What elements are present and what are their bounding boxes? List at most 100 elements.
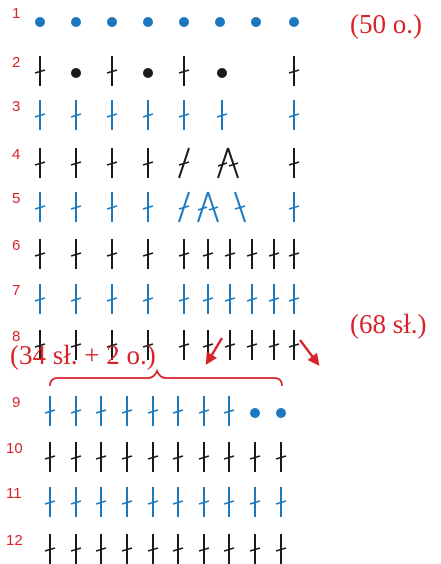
stitch-symbol xyxy=(34,100,46,130)
stitch-symbol xyxy=(34,56,46,86)
dot-symbol xyxy=(250,408,260,418)
row-label: 4 xyxy=(12,146,20,163)
dot-symbol xyxy=(143,68,153,78)
dot-symbol xyxy=(217,68,227,78)
stitch-symbol xyxy=(70,487,82,517)
leaning-stitch-symbol xyxy=(234,191,246,223)
dot-symbol xyxy=(276,408,286,418)
stitch-symbol xyxy=(70,192,82,222)
stitch-symbol xyxy=(202,239,214,269)
row-label: 10 xyxy=(6,440,23,457)
stitch-symbol xyxy=(70,239,82,269)
stitch-symbol xyxy=(249,442,261,472)
stitch-symbol xyxy=(249,534,261,564)
stitch-symbol xyxy=(172,487,184,517)
bracket-brace xyxy=(49,368,283,387)
stitch-symbol xyxy=(288,192,300,222)
stitch-symbol xyxy=(275,442,287,472)
stitch-symbol xyxy=(246,330,258,360)
stitch-symbol xyxy=(106,330,118,360)
leaning-stitch-symbol xyxy=(178,147,190,179)
stitch-symbol xyxy=(223,534,235,564)
stitch-symbol xyxy=(147,534,159,564)
dot-symbol xyxy=(251,17,261,27)
stitch-symbol xyxy=(34,148,46,178)
row-label: 2 xyxy=(12,54,20,71)
bracket-stitch-count: (34 sł. + 2 o.) xyxy=(10,340,156,370)
row-label: 12 xyxy=(6,532,23,549)
stitch-symbol xyxy=(216,100,228,130)
stitch-symbol xyxy=(95,442,107,472)
stitch-symbol xyxy=(224,330,236,360)
dot-symbol xyxy=(35,17,45,27)
stitch-symbol xyxy=(246,239,258,269)
stitch-symbol xyxy=(147,442,159,472)
dot-symbol xyxy=(107,17,117,27)
stitch-symbol xyxy=(288,284,300,314)
stitch-symbol xyxy=(268,284,280,314)
stitch-symbol xyxy=(275,534,287,564)
stitch-symbol xyxy=(106,192,118,222)
stitch-symbol xyxy=(198,534,210,564)
stitch-symbol xyxy=(142,192,154,222)
stitch-symbol xyxy=(246,284,258,314)
stitch-symbol xyxy=(44,534,56,564)
stitch-symbol xyxy=(34,192,46,222)
stitch-symbol xyxy=(121,534,133,564)
stitch-symbol xyxy=(44,487,56,517)
stitch-symbol xyxy=(121,442,133,472)
stitch-symbol xyxy=(34,284,46,314)
stitch-symbol xyxy=(288,239,300,269)
top-stitch-count: (50 o.) xyxy=(350,9,422,39)
stitch-symbol xyxy=(288,148,300,178)
stitch-symbol xyxy=(223,442,235,472)
dot-symbol xyxy=(289,17,299,27)
stitch-symbol xyxy=(106,56,118,86)
leaning-stitch-symbol xyxy=(178,191,190,223)
stitch-symbol xyxy=(34,330,46,360)
stitch-symbol xyxy=(95,487,107,517)
middle-stitch-count: (68 sł.) xyxy=(350,309,427,339)
stitch-symbol xyxy=(147,487,159,517)
stitch-symbol xyxy=(70,534,82,564)
row-label: 11 xyxy=(6,485,22,502)
stitch-symbol xyxy=(121,487,133,517)
stitch-symbol xyxy=(268,330,280,360)
stitch-symbol xyxy=(172,442,184,472)
stitch-symbol xyxy=(70,100,82,130)
stitch-symbol xyxy=(121,396,133,426)
stitch-symbol xyxy=(223,396,235,426)
stitch-symbol xyxy=(142,239,154,269)
stitch-symbol xyxy=(70,330,82,360)
stitch-symbol xyxy=(178,330,190,360)
right-arrow xyxy=(299,339,320,366)
stitch-symbol xyxy=(147,396,159,426)
stitch-symbol xyxy=(202,284,214,314)
stitch-symbol xyxy=(142,100,154,130)
increase-symbol xyxy=(217,147,239,179)
dot-symbol xyxy=(143,17,153,27)
stitch-symbol xyxy=(224,239,236,269)
row-label: 5 xyxy=(12,190,20,207)
stitch-symbol xyxy=(142,284,154,314)
stitch-symbol xyxy=(198,442,210,472)
stitch-symbol xyxy=(70,148,82,178)
stitch-symbol xyxy=(34,239,46,269)
stitch-symbol xyxy=(70,396,82,426)
left-arrow xyxy=(205,337,224,366)
stitch-symbol xyxy=(178,239,190,269)
stitch-symbol xyxy=(142,330,154,360)
row-label: 8 xyxy=(12,328,20,345)
stitch-symbol xyxy=(172,534,184,564)
stitch-symbol xyxy=(142,148,154,178)
stitch-symbol xyxy=(249,487,261,517)
increase-symbol xyxy=(197,191,219,223)
stitch-symbol xyxy=(275,487,287,517)
stitch-symbol xyxy=(95,534,107,564)
stitch-symbol xyxy=(288,56,300,86)
stitch-symbol xyxy=(223,487,235,517)
dot-symbol xyxy=(71,17,81,27)
row-label: 1 xyxy=(12,5,20,22)
